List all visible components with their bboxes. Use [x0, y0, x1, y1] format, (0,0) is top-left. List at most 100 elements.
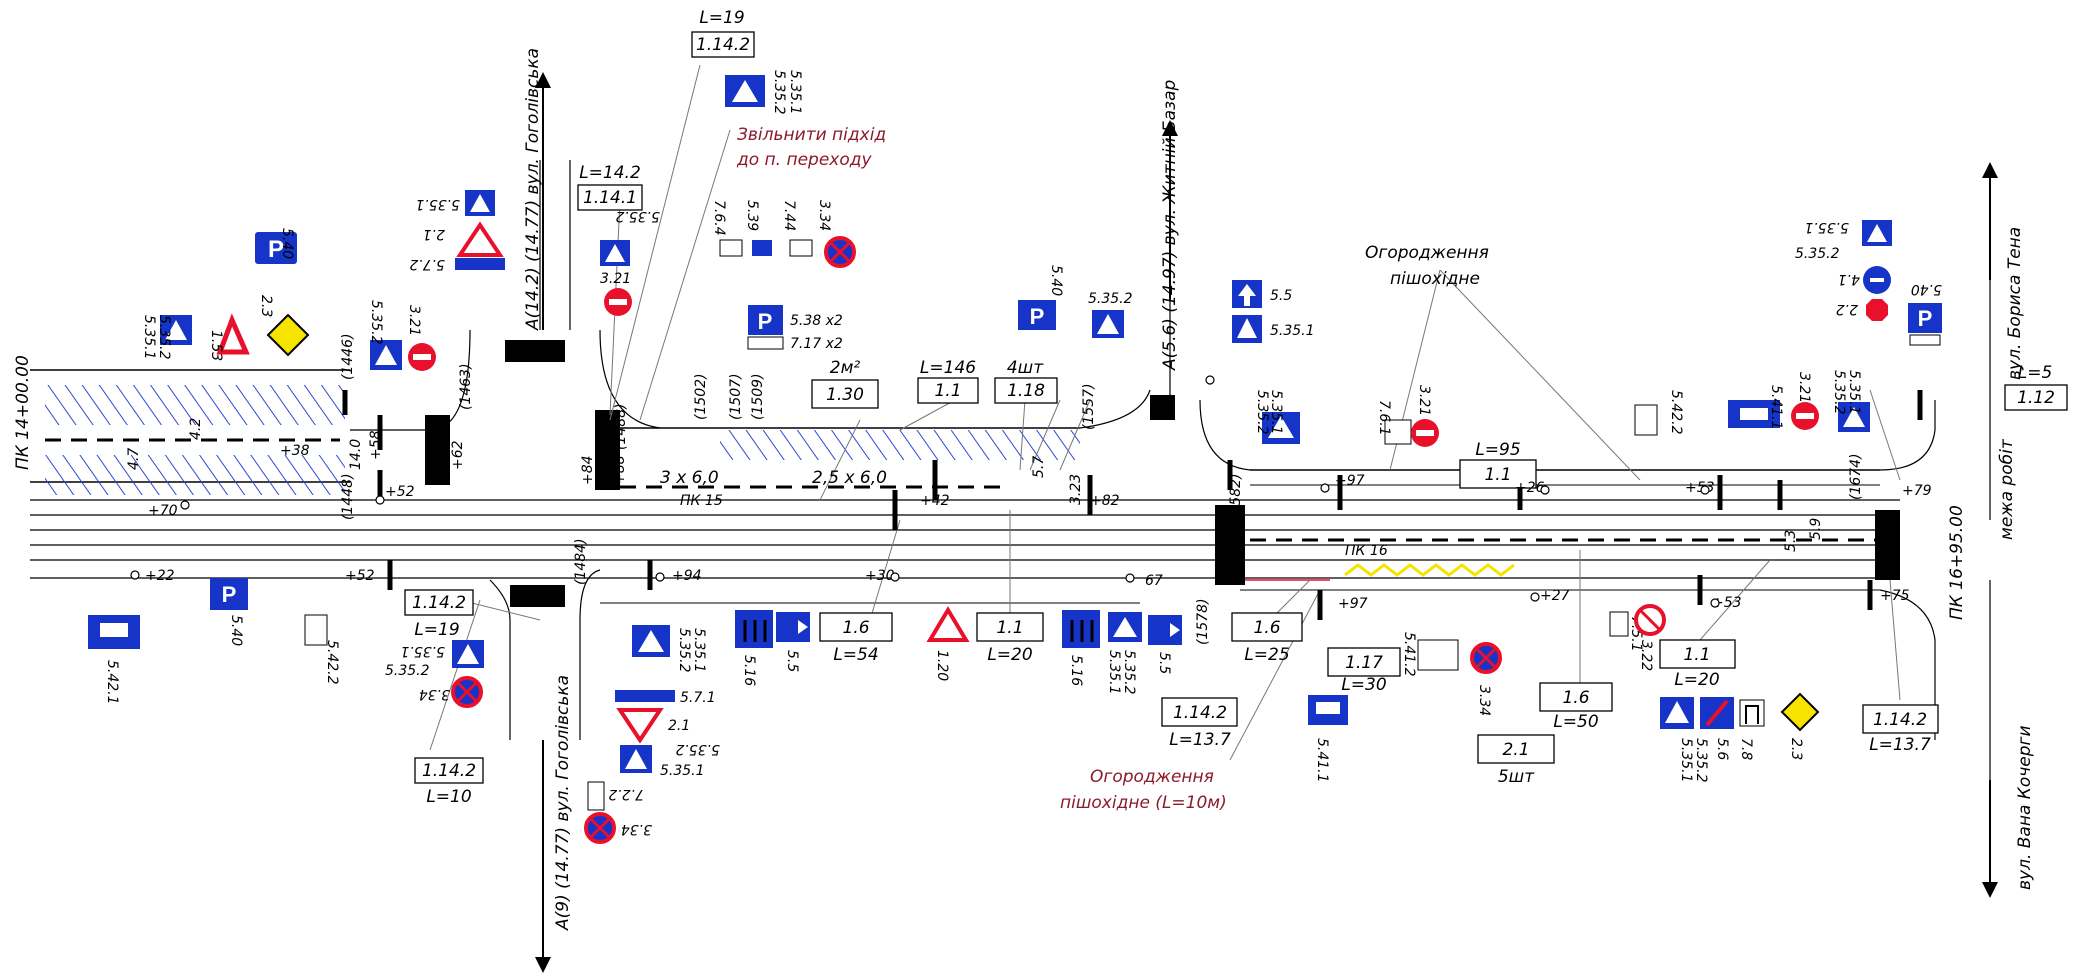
dim-52-b: +52 [345, 568, 375, 584]
dim-94: +94 [672, 568, 702, 584]
dim-4-2: 4.2 [188, 418, 204, 440]
box-b5-label: 1.30 [826, 385, 864, 405]
yield-triangle-icon [456, 221, 504, 257]
sign-group-zhytnii: P 5.40 5.35.2 5.5 5.35.1 5.35.2 5.35.1 7… [1018, 265, 1439, 447]
sign-label-5-35-1-f: 5.35.1 [1804, 219, 1849, 235]
sign-group-right: 5.42.2 5.41.1 3.21 5.35.2 5.35.1 5.35.1 … [1634, 219, 1942, 436]
sign-label-5-5-a: 5.5 [1270, 288, 1292, 304]
notes: Звільнити підхід до п. переходу Огородже… [736, 125, 1489, 813]
dim-5-7: 5.7 [1031, 456, 1047, 478]
note-fence-top-1: Огородження [1365, 243, 1489, 263]
lane-start-icon [615, 690, 675, 702]
taxi-sign-icon [304, 614, 328, 646]
sign-label-5-35-2-i: 5.35.2 [676, 628, 692, 673]
sign-label-5-5-b: 5.5 [784, 650, 800, 672]
sign-label-5-39: 5.39 [744, 200, 760, 231]
dim-97-a: +97 [1335, 473, 1365, 489]
dim-97-b: +97 [1338, 596, 1368, 612]
dim-26: +26 [1515, 480, 1545, 496]
dim-22: +22 [145, 568, 175, 584]
street-vana-kocherhy: вул. Вана Кочерги [2015, 725, 2035, 890]
sign-label-5-35-2-e: 5.35.2 [1254, 390, 1270, 435]
box-b12-label: 1.6 [1253, 618, 1280, 638]
sign-label-5-35-2-g: 5.35.2 [1795, 246, 1840, 262]
truck-plate-icon [719, 239, 743, 257]
dim-82: +82 [1090, 493, 1120, 509]
sign-label-5-42-1-a: 5.42.1 [104, 660, 120, 705]
sign-label-5-5-c: 5.5 [1156, 652, 1172, 674]
time-plate-icon [789, 239, 813, 257]
stop-sign-icon [1866, 299, 1888, 321]
parking-sign-icon [748, 305, 783, 335]
work-boundary: межа робіт [1997, 438, 2017, 540]
box-b11-label: 1.1 [996, 618, 1023, 638]
sign-label-5-16-a: 5.16 [741, 655, 757, 686]
box-b6-top: L=95 [1475, 440, 1520, 460]
marking-boxes: L=19 1.14.2 L=14.2 1.14.1 L=146 1.1 4шт … [404, 8, 2068, 807]
box-b9-bottom: L=10 [426, 787, 471, 807]
sign-label-5-35-1-g: 5.35.1 [400, 643, 445, 659]
dim-27: +27 [1540, 588, 1570, 604]
dim-5-9: 5.9 [1808, 518, 1824, 540]
sign-label-4-1: 4.1 [1838, 271, 1860, 287]
box-b3-top: L=146 [920, 358, 976, 378]
picket-pk14: ПК 14+00.00 [13, 355, 33, 470]
box-b14-label: 1.14.2 [1173, 703, 1227, 723]
sign-label-3-34-a: 3.34 [816, 200, 832, 231]
sign-label-1-53: 1.53 [208, 330, 224, 361]
sign-label-5-35-2-h: 5.35.2 [385, 663, 430, 679]
street-hoholivska-south: А(9) (14.77) вул. Гоголівська [553, 675, 573, 931]
dim-2-5x6: 2,5 x 6,0 [812, 468, 887, 488]
truck-plate-icon [1609, 611, 1629, 637]
box-b16-label: 2.1 [1502, 740, 1529, 760]
note-fence-bottom-2: пішохідне (L=10м) [1060, 793, 1227, 813]
sign-label-5-40-a: 5.40 [279, 228, 295, 259]
sign-label-7-6-1: 7.6.1 [1376, 400, 1392, 436]
svg-text:P: P [1030, 304, 1045, 329]
box-b14-bottom: L=13.7 [1169, 730, 1231, 750]
box-b17-label: 1.1 [1683, 645, 1710, 665]
sign-label-3-21-d: 3.21 [1796, 372, 1812, 403]
sign-label-2-3-b: 2.3 [1788, 738, 1804, 760]
hatched-island-2 [45, 455, 345, 495]
dim-5-3: 5.3 [1783, 530, 1799, 552]
bus-stop-icon [1417, 639, 1459, 671]
sign-group-hoholivska-west: 5.35.2 3.21 5.35.1 2.1 5.7.2 [368, 190, 505, 371]
box-b5-top: 2м² [830, 358, 861, 378]
warning-triangle-icon [216, 313, 250, 355]
street-borysa-tena: вул. Бориса Тена [2005, 227, 2025, 380]
lamp-posts [130, 375, 1720, 608]
picket-pk16: ПК 16 [1345, 543, 1388, 559]
leader-lines [419, 64, 1901, 761]
dim-1484: (1484) [573, 538, 589, 585]
dim-70: +70 [148, 503, 178, 519]
dim-1448: (1448) [340, 473, 356, 520]
dim-1507: (1507) [728, 373, 744, 420]
sign-group-bottom-center: 5.35.2 5.35.1 5.16 5.5 5.7.1 2.1 5.35.2 … [584, 606, 970, 844]
sign-label-5-7-2: 5.7.2 [409, 256, 445, 272]
sign-group-bottom-mid: 5.16 5.35.1 5.35.2 5.5 5.41.1 5.41.2 3.3… [1062, 610, 1502, 783]
crosswalks [425, 340, 1900, 607]
box-b17-bottom: L=20 [1674, 670, 1719, 690]
main-road-icon [1780, 692, 1820, 732]
box-b16-bottom: 5шт [1498, 767, 1535, 787]
sign-label-3-34-b: 3.34 [419, 686, 450, 702]
box-b13-bottom: L=30 [1341, 675, 1386, 695]
sign-label-5-41-1-b: 5.41.1 [1314, 738, 1330, 783]
svg-text:P: P [268, 236, 284, 263]
box-b18-label: 1.14.2 [1873, 710, 1927, 730]
sign-label-3-21-b: 3.21 [600, 271, 631, 287]
sign-label-5-35-2-d: 5.35.2 [1088, 291, 1133, 307]
sign-label-5-38: 5.38 x2 [790, 313, 843, 329]
sign-label-5-35-2-a: 5.35.2 [156, 315, 172, 360]
sign-label-1-20: 1.20 [934, 650, 950, 681]
sign-label-3-34-c: 3.34 [621, 821, 652, 837]
box-b4-label: 1.18 [1007, 381, 1045, 401]
sign-label-5-35-2-c: 5.35.2 [615, 208, 660, 224]
box-b8-bottom: L=19 [414, 620, 459, 640]
box-b10-label: 1.6 [842, 618, 869, 638]
sign-group-bottom-left: 5.42.1 P 5.40 5.42.2 5.35.1 5.35.2 3.34 [88, 578, 484, 708]
note-fence-bottom-1: Огородження [1090, 767, 1214, 787]
picket-pk16-95: ПК 16+95.00 [1947, 505, 1967, 620]
sign-label-5-35-1-d: 5.35.1 [1268, 390, 1284, 435]
